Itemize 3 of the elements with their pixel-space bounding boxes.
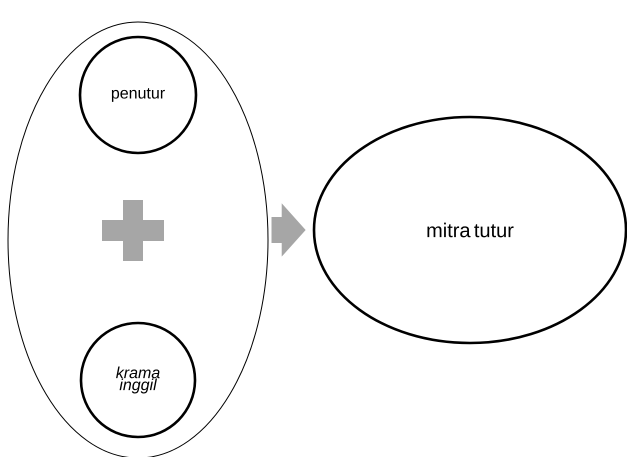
circle-node: krama inggil xyxy=(80,322,196,438)
ellipse-node: mitra tutur xyxy=(312,116,627,344)
circle-node: penutur xyxy=(78,36,198,154)
